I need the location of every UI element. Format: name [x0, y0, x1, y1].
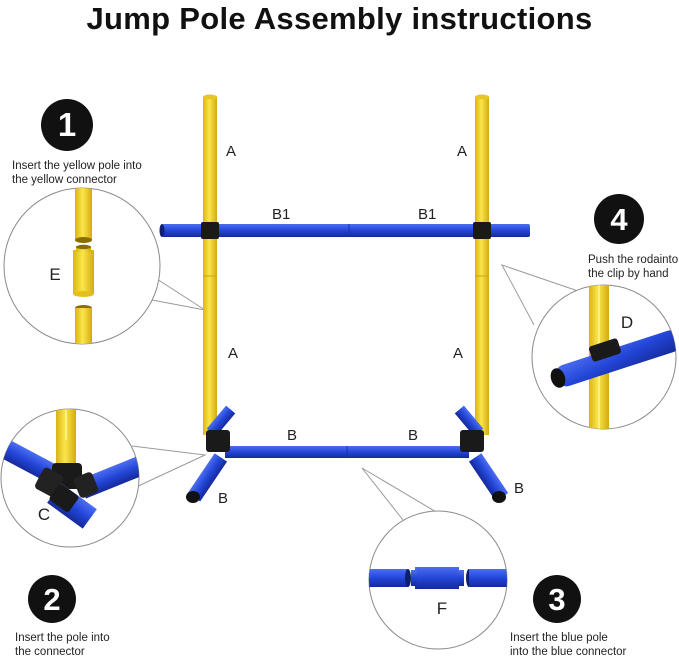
label-a-mid-left: A [228, 345, 238, 362]
label-b-foot-right: B [514, 480, 524, 497]
label-a-top-left: A [226, 143, 236, 160]
step-1-line-1: Insert the yellow pole into [12, 160, 142, 172]
top-crossbar [162, 224, 530, 237]
step-1-badge: 1 [41, 99, 93, 151]
step-3-line-1: Insert the blue pole [510, 632, 608, 644]
label-a-mid-right: A [453, 345, 463, 362]
label-b1-left: B1 [272, 206, 290, 223]
right-base-connector [460, 430, 484, 452]
step-1-number: 1 [58, 106, 76, 143]
label-c: C [38, 505, 50, 524]
callout-f: F [368, 510, 508, 650]
main-frame [159, 94, 530, 503]
label-b-foot-left: B [218, 490, 228, 507]
step-2-line-2: the connector [15, 646, 85, 658]
callout-pointers [131, 264, 579, 521]
right-upright-pole [475, 97, 489, 435]
label-b-bottom-left: B [287, 427, 297, 444]
step-2-text: Insert the pole into the connector [15, 631, 110, 659]
left-base-front-leg [187, 453, 228, 502]
step-1-line-2: the yellow connector [12, 174, 117, 186]
label-f: F [437, 599, 447, 618]
callout-d: D [531, 284, 677, 430]
callout-e: E [3, 187, 161, 345]
step-2-badge: 2 [28, 575, 76, 623]
step-1-text: Insert the yellow pole into the yellow c… [12, 159, 142, 187]
right-base-front-leg [468, 453, 509, 502]
callout-c: C [0, 408, 140, 548]
step-4-line-2: the clip by hand [588, 268, 669, 280]
step-2-line-1: Insert the pole into [15, 632, 110, 644]
step-2-number: 2 [43, 582, 60, 617]
left-base-connector [206, 430, 230, 452]
right-base-back-leg [454, 405, 484, 437]
left-upright-pole [203, 97, 217, 435]
step-3-badge: 3 [533, 575, 581, 623]
label-b1-right: B1 [418, 206, 436, 223]
label-a-top-right: A [457, 143, 467, 160]
label-e: E [49, 265, 60, 284]
step-3-number: 3 [548, 582, 565, 617]
left-base-back-leg [206, 405, 236, 437]
page-title: Jump Pole Assembly instructions [86, 1, 593, 36]
step-4-number: 4 [610, 202, 628, 237]
label-d: D [621, 313, 633, 332]
step-3-text: Insert the blue pole into the blue conne… [510, 631, 626, 659]
label-b-bottom-right: B [408, 427, 418, 444]
step-3-line-2: into the blue connector [510, 646, 627, 658]
step-4-text: Push the rodainto the clip by hand [588, 253, 678, 281]
part-labels: A A A A B1 B1 B B B B [218, 143, 524, 507]
step-4-line-1: Push the rodainto [588, 254, 679, 266]
step-4-badge: 4 [594, 194, 644, 244]
